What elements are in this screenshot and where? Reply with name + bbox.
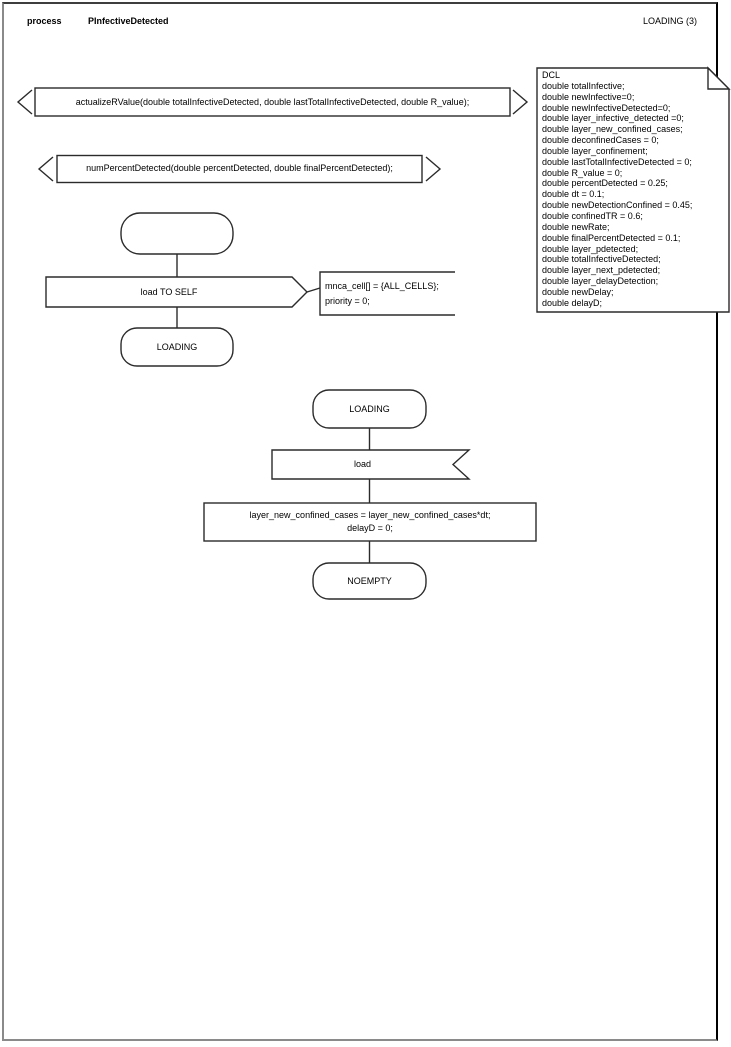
output-label: load TO SELF	[140, 286, 198, 297]
state-symbol-noempty	[312, 562, 427, 600]
comment-text: mnca_cell[] = {ALL_CELLS}; priority = 0;	[325, 281, 439, 306]
task-text: layer_new_confined_cases = layer_new_con…	[249, 510, 491, 533]
input-label-load: load	[353, 459, 371, 469]
comment-connector-line	[306, 287, 321, 293]
procedure-symbol-num-percent-detected	[37, 154, 442, 184]
procedure-symbol-actualize-rvalue	[16, 87, 529, 117]
state-label-loading-next: LOADING	[156, 341, 198, 352]
declarations-text: DCL double totalInfective; double newInf…	[542, 70, 693, 308]
output-symbol-load-to-self	[45, 276, 308, 308]
left-chevron-icon	[16, 89, 33, 115]
state-symbol-loading-next	[120, 327, 234, 367]
page-label: LOADING (3)	[642, 16, 697, 26]
procedure-signature-num-percent-detected: numPercentDetected(double percentDetecte…	[86, 163, 393, 173]
state-label-loading: LOADING	[349, 403, 390, 414]
start-state-label	[121, 213, 233, 254]
declarations-note	[536, 67, 730, 313]
task-symbol	[203, 502, 537, 542]
input-symbol-load	[271, 449, 471, 480]
folded-corner-icon	[707, 66, 731, 90]
page-frame	[2, 2, 718, 1041]
process-keyword: process	[27, 16, 62, 26]
state-label-noempty: NOEMPTY	[347, 575, 392, 586]
procedure-signature-actualize-rvalue: actualizeRValue(double totalInfectiveDet…	[75, 96, 470, 107]
right-chevron-icon	[425, 156, 442, 182]
left-chevron-icon	[37, 156, 54, 182]
procedure-box	[34, 87, 511, 117]
comment-bracket	[319, 271, 455, 316]
procedure-box	[56, 154, 423, 184]
right-chevron-icon	[512, 89, 529, 115]
process-name: PInfectiveDetected	[88, 16, 169, 26]
